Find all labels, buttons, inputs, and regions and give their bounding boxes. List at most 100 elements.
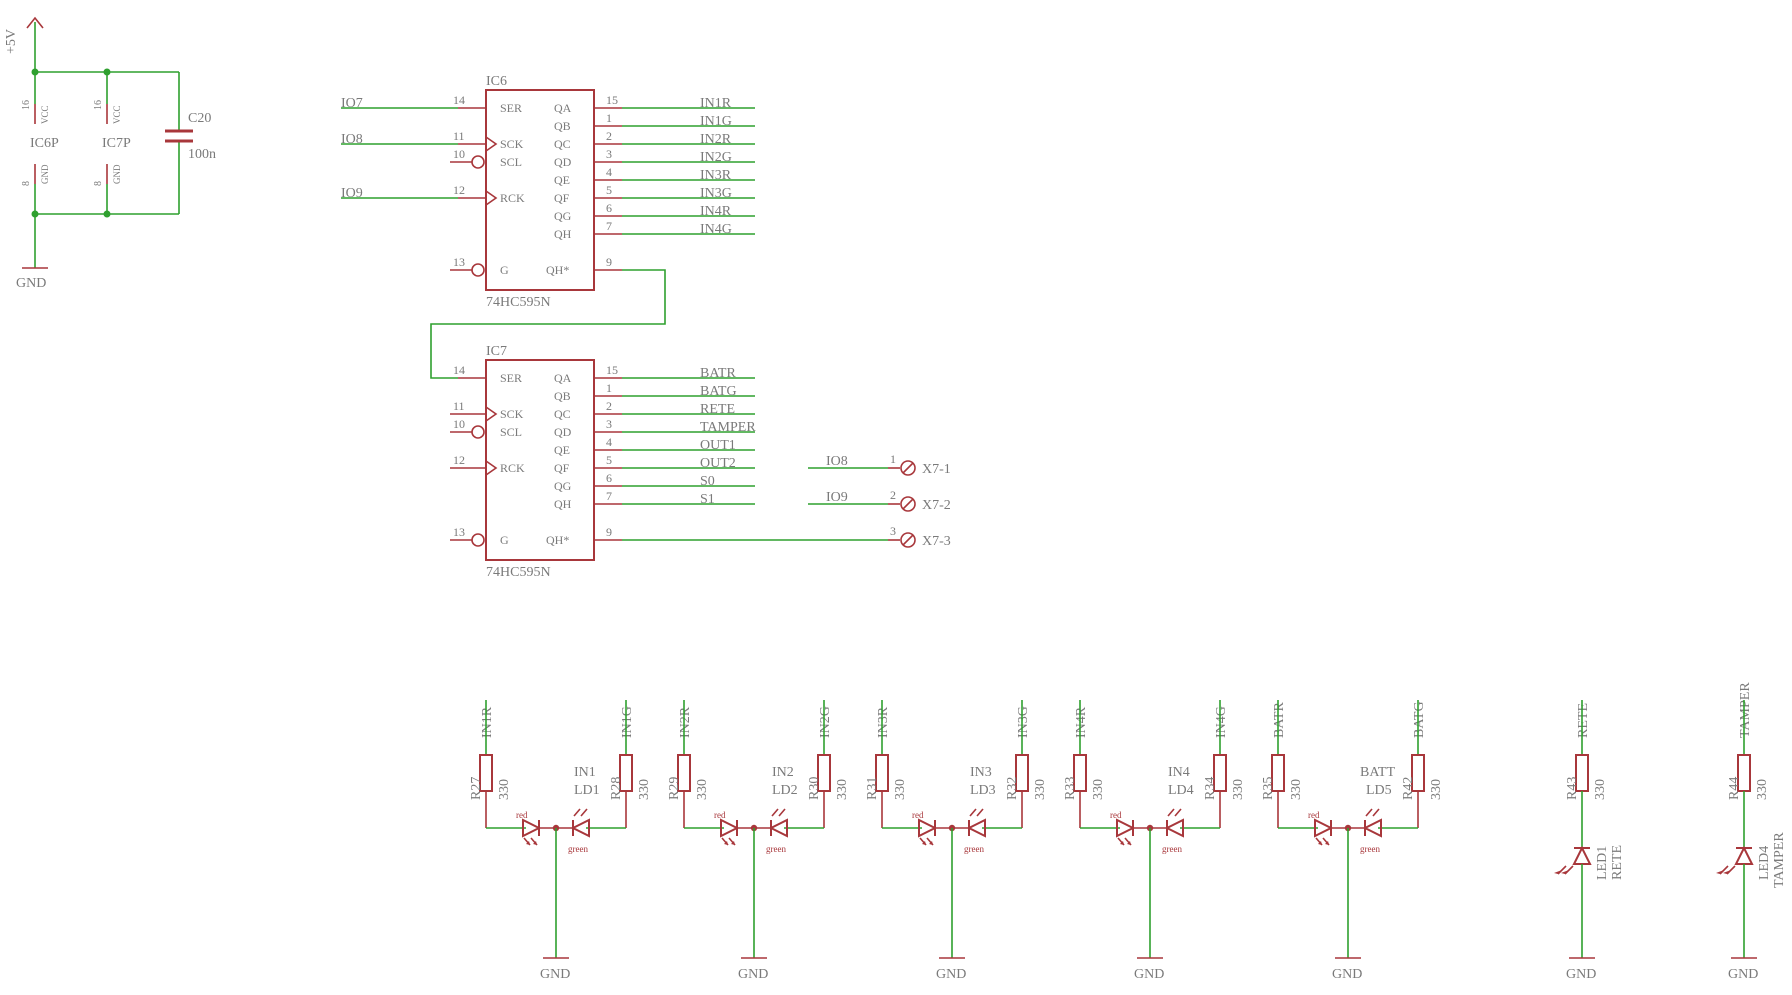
led-red-diode (918, 818, 938, 838)
led-green-label: green (1360, 844, 1380, 854)
net-label-red: BATR (1272, 702, 1287, 738)
resistor-ref: R44 (1727, 777, 1742, 800)
led-ref: LD3 (970, 783, 996, 798)
output-net-label: IN2R (700, 132, 732, 147)
led-red-light-head (1120, 841, 1124, 845)
capacitor-c20: C20 100n (165, 111, 216, 162)
output-pin-name: QF (554, 461, 570, 475)
net-label-green: IN3G (1016, 706, 1031, 738)
ic6-net-io9: IO9 (341, 186, 363, 201)
svg-text:SER: SER (500, 101, 522, 115)
resistor-red-ref: R33 (1063, 777, 1078, 800)
resistor-green-value: 330 (637, 779, 652, 800)
resistor-green-ref: R34 (1203, 777, 1218, 800)
output-net-label: IN2G (700, 150, 732, 165)
gnd-label: GND (1134, 967, 1164, 982)
net-label-green: IN1G (620, 706, 635, 738)
svg-text:VCC: VCC (112, 105, 122, 124)
output-pin-number: 7 (606, 489, 612, 503)
connector-terminal-slash (902, 498, 914, 510)
connector-terminal (900, 496, 916, 512)
resistor-green-ref: R32 (1005, 777, 1020, 800)
cap-value: 100n (188, 147, 216, 162)
output-pin-number: 15 (606, 363, 618, 377)
led-green-label: green (964, 844, 984, 854)
svg-text:13: 13 (453, 255, 465, 269)
resistor-value: 330 (1593, 779, 1608, 800)
led-ref: LD1 (574, 783, 600, 798)
output-pin-name: QE (554, 173, 570, 187)
output-pin-number: 6 (606, 201, 612, 215)
connector-terminal (900, 532, 916, 548)
cap-name: C20 (188, 111, 211, 126)
led-ref: LD5 (1366, 783, 1392, 798)
connector-name: X7-3 (922, 534, 951, 549)
svg-text:SER: SER (500, 371, 522, 385)
svg-text:GND: GND (40, 164, 50, 184)
led-red-light-head (533, 841, 537, 845)
output-pin-name: QB (554, 389, 571, 403)
output-pin-name: QA (554, 101, 572, 115)
net-label-red: IN3R (876, 706, 891, 738)
resistor-red-ref: R29 (667, 777, 682, 800)
connector-pin-number: 2 (890, 488, 896, 502)
resistor-green-value: 330 (1231, 779, 1246, 800)
led-red-light-head (922, 841, 926, 845)
output-pin-number: 2 (606, 129, 612, 143)
led-red-light-head (1318, 841, 1322, 845)
led-light-head (1716, 870, 1724, 874)
output-pin-number: 15 (606, 93, 618, 107)
svg-text:8: 8 (21, 181, 32, 186)
led-green-light-head (979, 809, 983, 813)
ic6-net-io8: IO8 (341, 132, 363, 147)
output-pin-name: QH (554, 497, 572, 511)
output-net-label: RETE (700, 402, 735, 417)
svg-text:14: 14 (453, 93, 465, 107)
led-green-light (976, 808, 984, 817)
resistor-green-value: 330 (835, 779, 850, 800)
led-green-light (1365, 808, 1373, 817)
led-green-diode (1164, 818, 1184, 838)
output-net-label: OUT2 (700, 456, 736, 471)
resistor-red-value: 330 (1289, 779, 1304, 800)
output-net-label: IN4R (700, 204, 732, 219)
net-label: TAMPER (1738, 682, 1753, 738)
svg-text:SCL: SCL (500, 425, 522, 439)
resistor-red-value: 330 (695, 779, 710, 800)
svg-text:11: 11 (453, 399, 465, 413)
led-red-diode (1314, 818, 1334, 838)
net-label: RETE (1576, 703, 1591, 738)
resistor-green-ref: R30 (807, 777, 822, 800)
output-pin-name: QG (554, 209, 572, 223)
led-green-diode (1362, 818, 1382, 838)
net-label-red: IN2R (678, 706, 693, 738)
svg-text:G: G (500, 263, 509, 277)
output-pin-name: QG (554, 479, 572, 493)
output-pin-number: 5 (606, 183, 612, 197)
led-green-diode (966, 818, 986, 838)
output-net-label: IN1G (700, 114, 732, 129)
connector-name: X7-2 (922, 498, 951, 513)
ic7-name: IC7 (486, 344, 507, 359)
net-label-red: IN4R (1074, 706, 1089, 738)
svg-text:SCK: SCK (500, 137, 524, 151)
output-net-label: IN3R (700, 168, 732, 183)
resistor-value: 330 (1755, 779, 1770, 800)
led-red-light-head (526, 841, 530, 845)
led-green-light-head (1375, 809, 1379, 813)
svg-text:9: 9 (606, 255, 612, 269)
led-green-light (771, 808, 779, 817)
gnd-label: GND (738, 967, 768, 982)
svg-text:12: 12 (453, 453, 465, 467)
gnd-net-label: GND (16, 276, 46, 291)
led-light-head (1554, 870, 1562, 874)
output-net-label: OUT1 (700, 438, 736, 453)
resistor-red-ref: R27 (469, 777, 484, 800)
svg-text:RCK: RCK (500, 461, 525, 475)
led-green-light-head (972, 809, 976, 813)
svg-text:12: 12 (453, 183, 465, 197)
